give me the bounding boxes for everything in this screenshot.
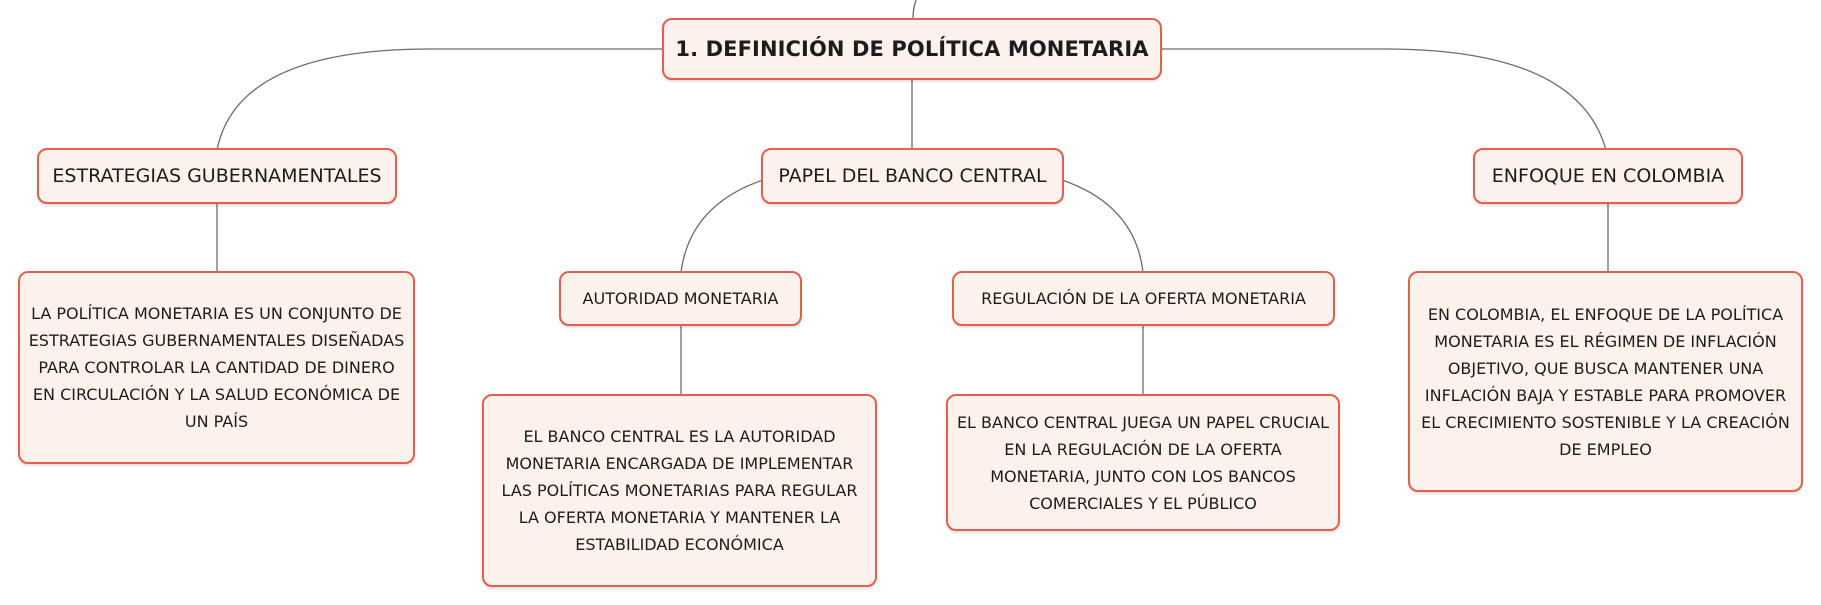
- connector-root-colombia: [1161, 48, 1607, 151]
- connector-root-estrategias: [216, 48, 664, 151]
- subtopic-label: AUTORIDAD MONETARIA: [582, 289, 779, 308]
- description-text: EN COLOMBIA, EL ENFOQUE DE LA POLÍTICA M…: [1421, 304, 1790, 459]
- topic-label: ENFOQUE EN COLOMBIA: [1491, 165, 1725, 187]
- description-text: EL BANCO CENTRAL JUEGA UN PAPEL CRUCIAL …: [956, 412, 1330, 513]
- root-node[interactable]: 1. DEFINICIÓN DE POLÍTICA MONETARIA: [662, 18, 1162, 80]
- description-autoridad[interactable]: EL BANCO CENTRAL ES LA AUTORIDAD MONETAR…: [482, 394, 877, 587]
- topic-label: PAPEL DEL BANCO CENTRAL: [778, 165, 1047, 187]
- topic-label: ESTRATEGIAS GUBERNAMENTALES: [52, 165, 382, 187]
- description-text: LA POLÍTICA MONETARIA ES UN CONJUNTO DE …: [28, 304, 405, 431]
- description-regulacion[interactable]: EL BANCO CENTRAL JUEGA UN PAPEL CRUCIAL …: [946, 394, 1340, 531]
- subtopic-regulacion-oferta-monetaria[interactable]: REGULACIÓN DE LA OFERTA MONETARIA: [952, 271, 1335, 326]
- topic-enfoque-colombia[interactable]: ENFOQUE EN COLOMBIA: [1473, 148, 1743, 204]
- connector-papel-regulacion: [1061, 179, 1144, 273]
- description-text: EL BANCO CENTRAL ES LA AUTORIDAD MONETAR…: [501, 427, 858, 554]
- description-colombia[interactable]: EN COLOMBIA, EL ENFOQUE DE LA POLÍTICA M…: [1408, 271, 1803, 492]
- connector-papel-autoridad: [680, 179, 764, 273]
- subtopic-autoridad-monetaria[interactable]: AUTORIDAD MONETARIA: [559, 271, 802, 326]
- subtopic-label: REGULACIÓN DE LA OFERTA MONETARIA: [981, 289, 1306, 308]
- description-estrategias[interactable]: LA POLÍTICA MONETARIA ES UN CONJUNTO DE …: [18, 271, 415, 464]
- root-label: 1. DEFINICIÓN DE POLÍTICA MONETARIA: [675, 37, 1149, 61]
- topic-estrategias-gubernamentales[interactable]: ESTRATEGIAS GUBERNAMENTALES: [37, 148, 397, 204]
- connector-root-parent: [912, 0, 917, 19]
- topic-papel-banco-central[interactable]: PAPEL DEL BANCO CENTRAL: [761, 148, 1064, 204]
